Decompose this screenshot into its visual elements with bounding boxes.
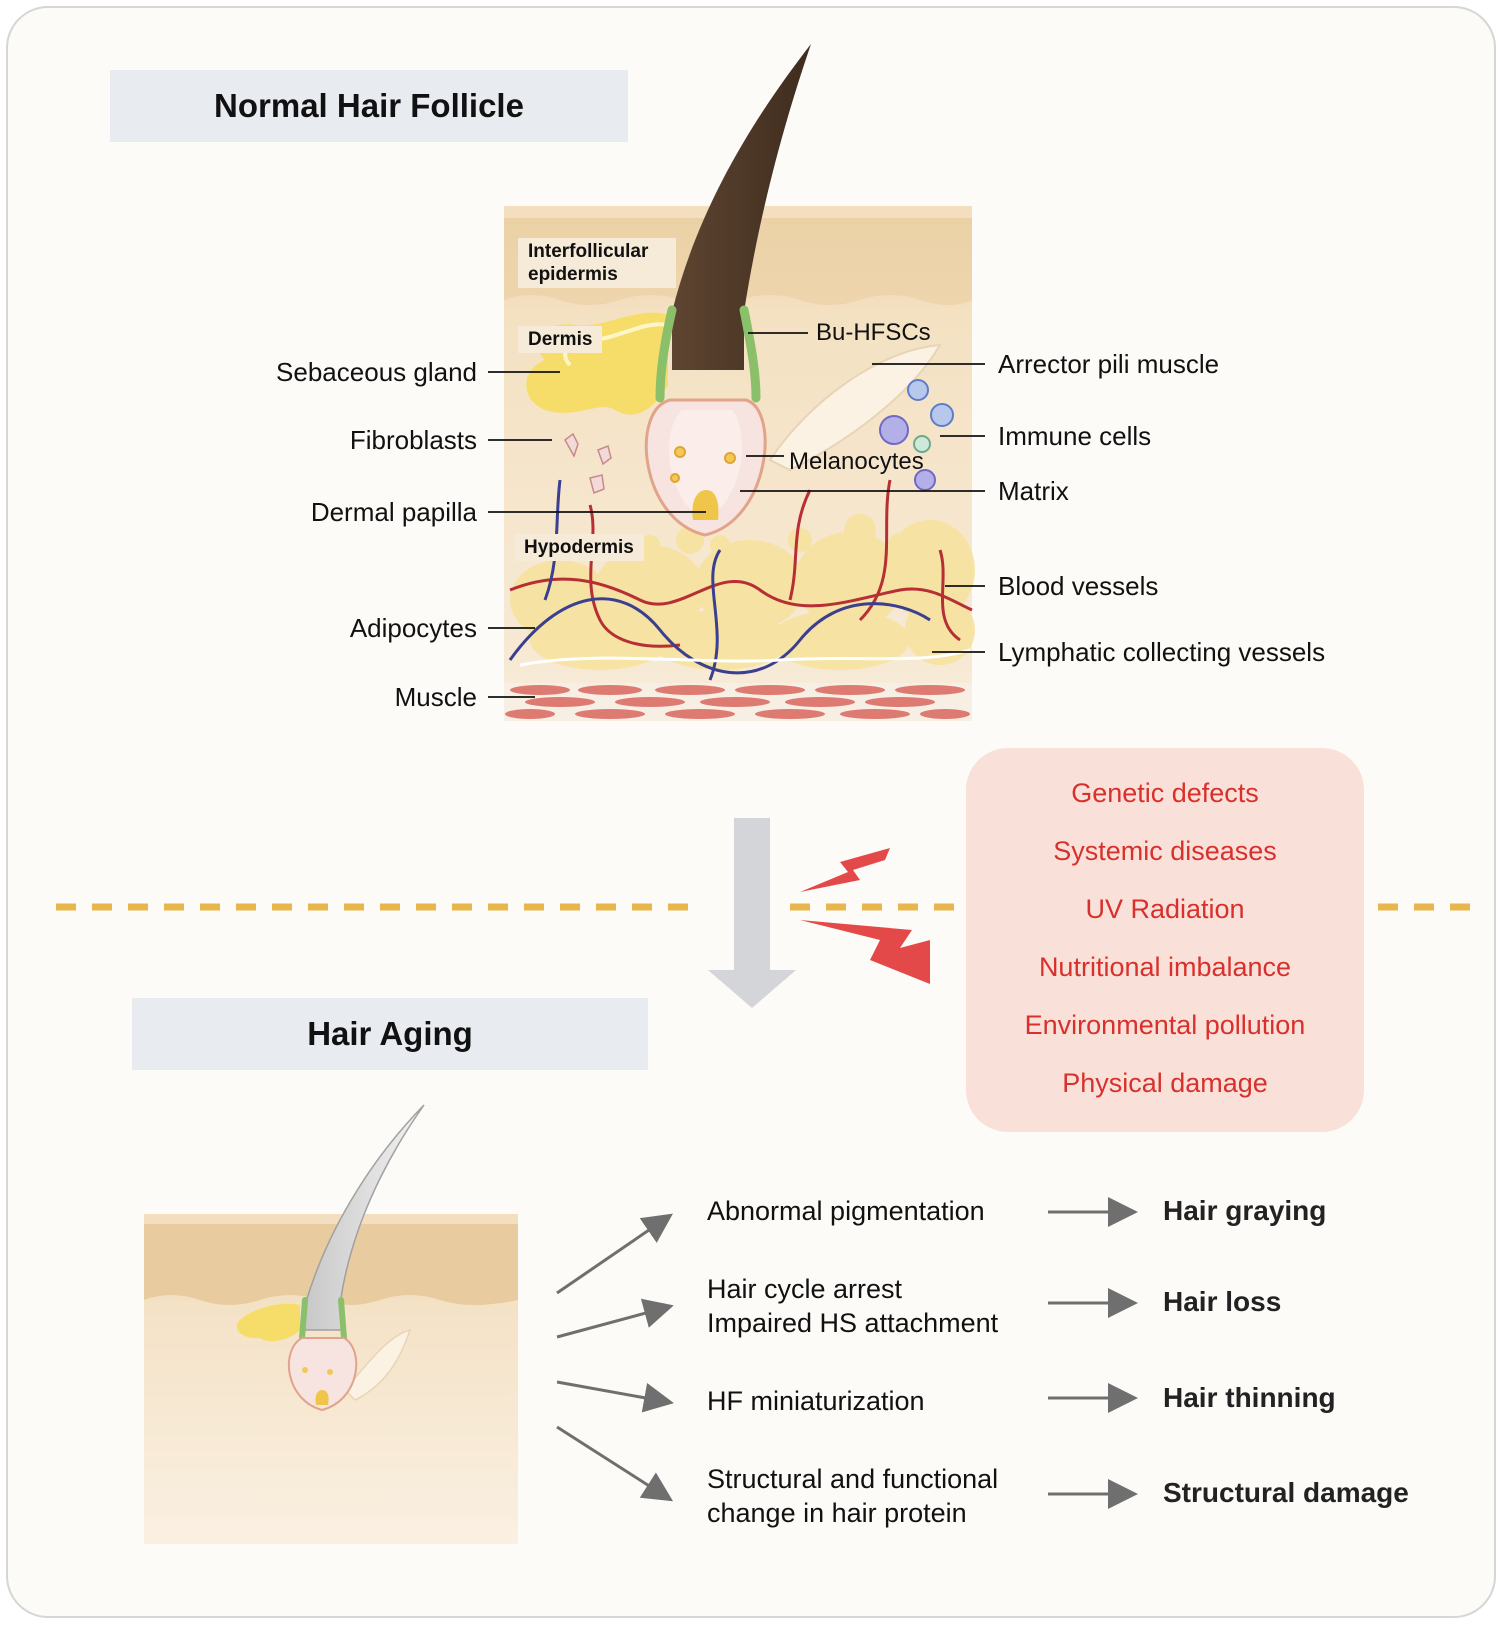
- label-adipocytes: Adipocytes: [349, 613, 477, 643]
- label-sebaceous-gland: Sebaceous gland: [276, 357, 477, 387]
- cause-item: Nutritional imbalance: [1038, 952, 1292, 982]
- cause-item: Systemic diseases: [1053, 836, 1277, 866]
- change-line: HF miniaturization: [707, 1386, 925, 1416]
- down-arrow: [708, 818, 796, 1008]
- leader-lines: [488, 332, 985, 698]
- cause-item: UV Radiation: [1085, 894, 1245, 924]
- normal-follicle-title: Normal Hair Follicle: [110, 70, 628, 142]
- cause-item: Genetic defects: [1071, 778, 1259, 808]
- label-melanocytes: Melanocytes: [789, 448, 924, 475]
- change-structural-protein: Structural and functional change in hair…: [707, 1462, 998, 1530]
- label-muscle: Muscle: [394, 682, 477, 712]
- aging-skin-section: [144, 1104, 518, 1544]
- zone-epidermis-line1: Interfollicular: [528, 241, 649, 262]
- change-line: Structural and functional: [707, 1464, 999, 1494]
- skin-cross-section: [504, 44, 975, 721]
- normal-follicle-title-text: Normal Hair Follicle: [214, 87, 524, 124]
- zone-dermis: Dermis: [518, 326, 603, 353]
- label-fibroblasts: Fibroblasts: [349, 425, 477, 455]
- lightning-large: [800, 920, 930, 984]
- causes-box: Genetic defects Systemic diseases UV Rad…: [966, 748, 1364, 1132]
- zone-hypodermis: Hypodermis: [514, 534, 644, 561]
- hair-aging-title: Hair Aging: [132, 998, 648, 1070]
- label-immune-cells: Immune cells: [998, 421, 1152, 451]
- change-line: change in hair protein: [707, 1498, 967, 1528]
- change-line: Hair cycle arrest: [707, 1274, 903, 1304]
- label-matrix: Matrix: [998, 476, 1069, 506]
- result-hair-loss: Hair loss: [1163, 1286, 1282, 1317]
- zone-epidermis: Interfollicular epidermis: [518, 238, 676, 288]
- label-lymphatic-vessels: Lymphatic collecting vessels: [998, 637, 1326, 667]
- cause-item: Environmental pollution: [1024, 1010, 1306, 1040]
- zone-epidermis-line2: epidermis: [528, 264, 618, 285]
- label-blood-vessels: Blood vessels: [998, 571, 1159, 601]
- result-hair-graying: Hair graying: [1163, 1195, 1327, 1226]
- result-structural-damage: Structural damage: [1163, 1477, 1409, 1508]
- hair-aging-title-text: Hair Aging: [307, 1015, 473, 1052]
- change-abnormal-pigmentation: Abnormal pigmentation: [707, 1194, 985, 1228]
- cause-item: Physical damage: [1062, 1068, 1268, 1098]
- result-hair-thinning: Hair thinning: [1163, 1382, 1336, 1413]
- change-hf-miniaturization: HF miniaturization: [707, 1384, 925, 1418]
- change-hair-cycle-arrest: Hair cycle arrest Impaired HS attachment: [707, 1272, 998, 1340]
- label-bu-hfscs: Bu-HFSCs: [816, 319, 931, 346]
- lightning-small: [800, 848, 890, 892]
- aging-arrows: [556, 1197, 1138, 1509]
- label-dermal-papilla: Dermal papilla: [310, 497, 477, 527]
- label-arrector-pili: Arrector pili muscle: [998, 349, 1220, 379]
- change-line: Abnormal pigmentation: [707, 1196, 985, 1226]
- change-line: Impaired HS attachment: [707, 1308, 999, 1338]
